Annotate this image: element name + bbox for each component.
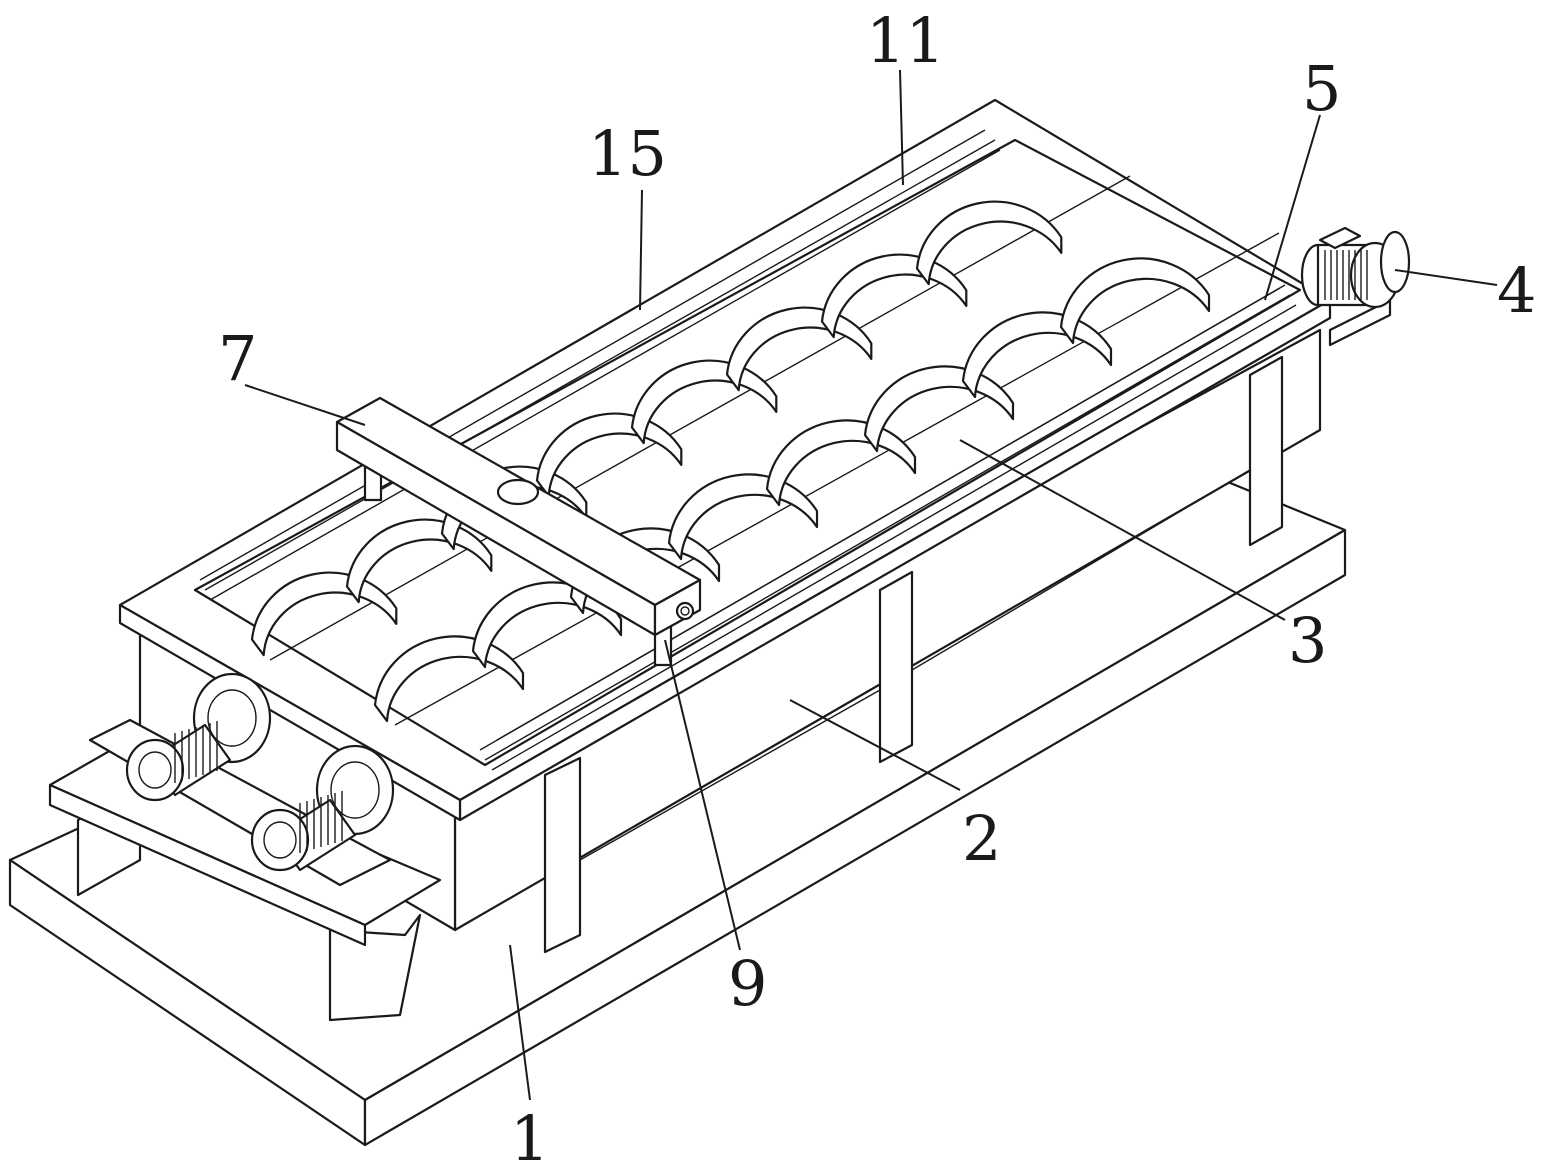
cross-beam bbox=[335, 396, 702, 667]
leader-11 bbox=[899, 69, 904, 186]
auger-shaft bbox=[269, 175, 1131, 661]
label-11: 11 bbox=[866, 4, 945, 77]
label-7: 7 bbox=[218, 322, 257, 395]
leader-7 bbox=[244, 384, 366, 426]
leader-4 bbox=[1394, 269, 1498, 286]
label-15: 15 bbox=[588, 117, 667, 190]
label-5: 5 bbox=[1302, 52, 1341, 125]
label-4: 4 bbox=[1497, 254, 1536, 327]
label-9: 9 bbox=[728, 947, 767, 1020]
front-motors bbox=[48, 672, 442, 947]
label-3: 3 bbox=[1288, 604, 1327, 677]
side-motor bbox=[1300, 226, 1411, 347]
label-2: 2 bbox=[962, 802, 1001, 875]
reference-numerals: 1 2 3 4 5 7 9 11 15 bbox=[218, 4, 1536, 1170]
auger-blade-back bbox=[915, 200, 1063, 286]
leader-9 bbox=[664, 639, 741, 951]
leader-lines bbox=[244, 69, 1498, 1101]
auger-blade-front bbox=[1059, 257, 1211, 345]
guide-rails bbox=[199, 129, 1297, 771]
leader-1 bbox=[509, 944, 531, 1101]
leader-3 bbox=[959, 439, 1286, 621]
label-1: 1 bbox=[510, 1102, 549, 1170]
side-ribs bbox=[543, 355, 1284, 954]
leader-2 bbox=[789, 699, 961, 791]
leader-15 bbox=[639, 189, 643, 311]
auger-shaft bbox=[394, 232, 1280, 726]
leader-5 bbox=[1264, 114, 1321, 301]
